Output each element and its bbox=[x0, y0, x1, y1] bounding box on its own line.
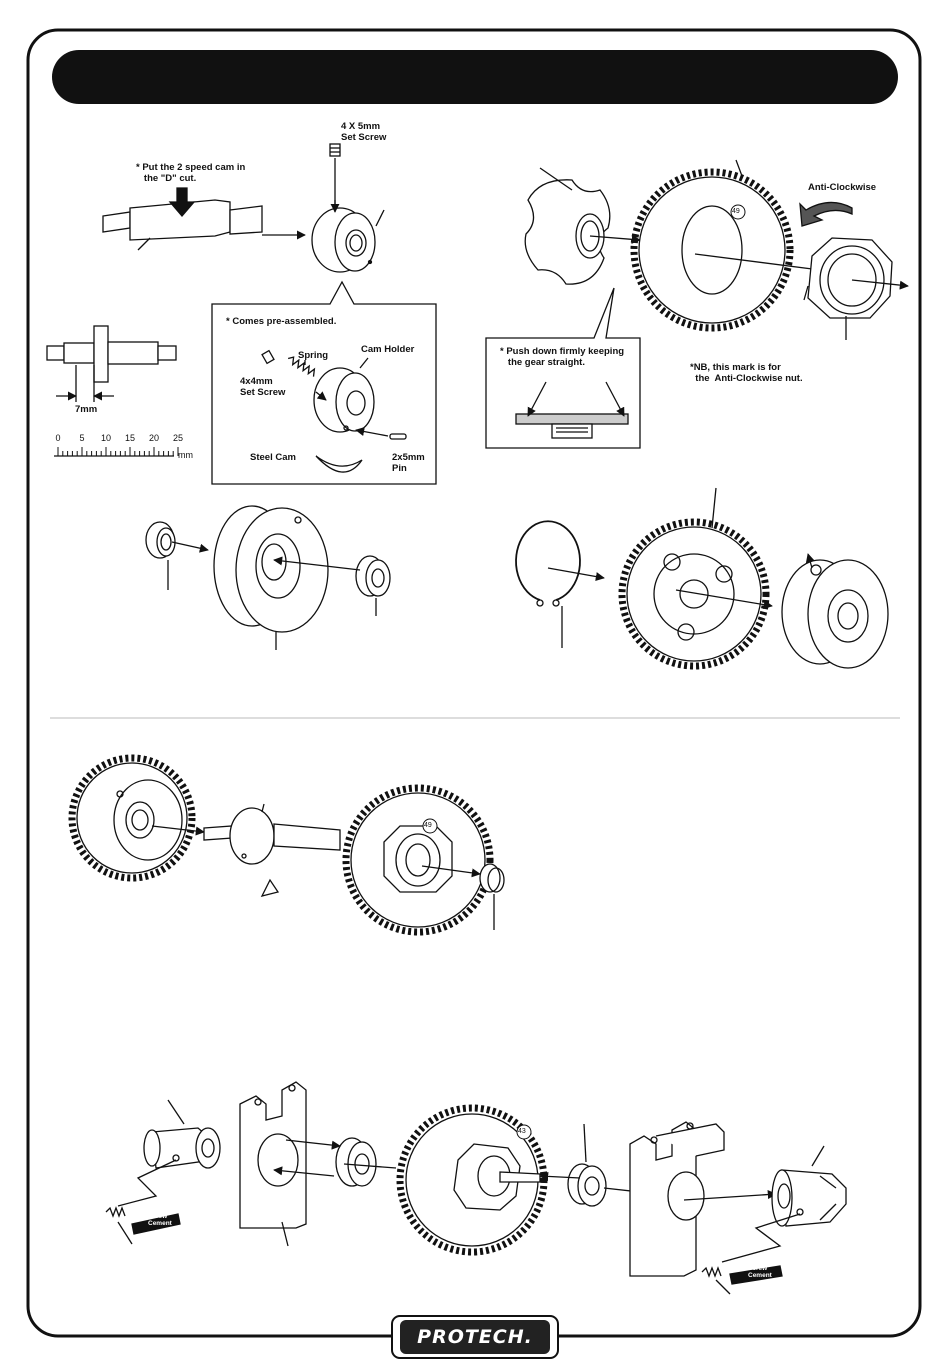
bushing bbox=[479, 863, 505, 930]
gear-49-assembly bbox=[342, 784, 494, 936]
bearing-right bbox=[355, 555, 391, 616]
cam-holder-detail bbox=[313, 357, 375, 433]
gear-teeth-label-step6: 43 bbox=[518, 1128, 526, 1135]
step6-group bbox=[105, 1081, 847, 1295]
spring-label: Spring bbox=[298, 350, 329, 361]
step1-group bbox=[46, 143, 437, 485]
push-arrow bbox=[168, 187, 196, 217]
gear-teeth-label-step5: 49 bbox=[424, 822, 432, 829]
dimension-label: 7mm bbox=[75, 404, 98, 415]
main-shaft bbox=[102, 199, 263, 251]
spring-part bbox=[287, 356, 316, 377]
screw-cement-tube-left bbox=[131, 1213, 181, 1235]
left-outdrive bbox=[117, 1099, 221, 1207]
right-grub-screw bbox=[701, 1266, 731, 1295]
gear-press-sketch bbox=[515, 381, 629, 439]
scale-tick: 15 bbox=[124, 433, 136, 443]
nb-mark-label: *NB, this mark is for the Anti-Clockwise… bbox=[690, 362, 803, 384]
anticlockwise-arrow bbox=[799, 201, 853, 227]
gear-teeth-label: 49 bbox=[732, 208, 740, 215]
steel-cam bbox=[315, 455, 363, 473]
preassembled-label: * Comes pre-assembled. bbox=[226, 316, 337, 327]
left-mount bbox=[239, 1081, 307, 1247]
bearing-left bbox=[145, 521, 176, 590]
anticlockwise-label: Anti-Clockwise bbox=[808, 182, 877, 193]
clutch-bell bbox=[213, 505, 329, 650]
small-screw-label: 4x4mm Set Screw bbox=[240, 376, 286, 398]
step3-group bbox=[145, 505, 391, 650]
spur-gear-49 bbox=[630, 159, 794, 332]
screw-cement-label-left: Screw Cement bbox=[148, 1213, 172, 1227]
dimension-sketch bbox=[46, 325, 177, 402]
shaft-with-cam bbox=[203, 803, 341, 897]
step5-group bbox=[68, 754, 505, 936]
bearing-step6 bbox=[335, 1137, 377, 1187]
second-gear bbox=[618, 487, 770, 670]
ruler-ticks bbox=[57, 447, 179, 456]
scale-tick-labels: 0 5 10 15 20 25 bbox=[54, 433, 204, 445]
step4-group bbox=[515, 487, 889, 670]
e-clip bbox=[515, 520, 581, 648]
scale-tick: 20 bbox=[148, 433, 160, 443]
clutch-hub bbox=[524, 167, 611, 285]
scale-unit-label: mm bbox=[178, 450, 193, 460]
left-grub-screw bbox=[105, 1206, 133, 1245]
scale-tick: 5 bbox=[79, 433, 85, 443]
right-outdrive bbox=[721, 1145, 847, 1263]
header-banner bbox=[52, 50, 898, 104]
push-down-callout bbox=[485, 287, 641, 449]
scale-tick: 25 bbox=[172, 433, 184, 443]
push-down-label: * Push down firmly keeping the gear stra… bbox=[500, 346, 625, 368]
cam-holder-label: Cam Holder bbox=[361, 344, 415, 355]
pin-label: 2x5mm Pin bbox=[392, 452, 425, 474]
clutch-bell-step4 bbox=[781, 553, 889, 669]
pin-part bbox=[355, 427, 407, 440]
gear-bell-assembly bbox=[68, 754, 196, 882]
anticlockwise-nut bbox=[803, 237, 909, 340]
screw-cement-tube-right bbox=[729, 1265, 783, 1285]
footer-logo-text: PROTECH. bbox=[417, 1326, 533, 1348]
bearing-right-step6 bbox=[567, 1123, 607, 1207]
set-screw-label: 4 X 5mm Set Screw bbox=[341, 121, 387, 143]
set-screw-4x5 bbox=[329, 143, 341, 213]
scale-tick: 10 bbox=[100, 433, 112, 443]
cam-holder bbox=[311, 207, 385, 273]
steel-cam-label: Steel Cam bbox=[250, 452, 296, 463]
protech-logo bbox=[391, 1315, 559, 1359]
small-set-screw bbox=[261, 349, 275, 365]
cam-note-label: * Put the 2 speed cam in the "D" cut. bbox=[136, 162, 246, 184]
scale-tick: 0 bbox=[55, 433, 61, 443]
screw-cement-label-right: Screw Cement bbox=[748, 1265, 772, 1279]
step2-group bbox=[485, 159, 909, 449]
right-mount bbox=[629, 1121, 725, 1277]
